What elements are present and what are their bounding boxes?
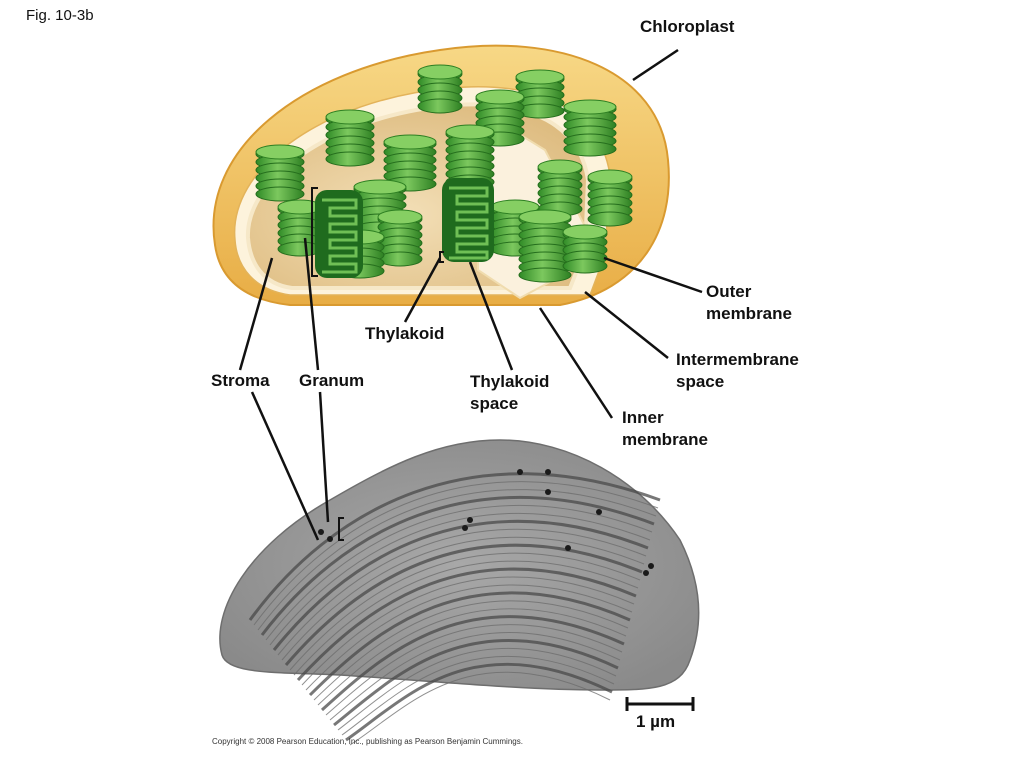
lamella-line <box>265 505 653 641</box>
lamella-line <box>349 671 611 746</box>
label-intermembrane-space: Intermembrane space <box>676 350 799 391</box>
plastoglobule-dot <box>545 489 551 495</box>
plastoglobule-dot <box>643 570 649 576</box>
micrograph-lamellae <box>248 469 661 746</box>
leader-stroma-top <box>238 257 274 371</box>
label-inner-membrane: Inner membrane <box>622 408 708 449</box>
granum-stack <box>377 209 423 267</box>
granum-cross-section-right <box>442 178 494 262</box>
lamella-line <box>293 560 639 676</box>
scale-bar-label: 1 µm <box>636 712 676 731</box>
leader-stroma-bottom <box>250 391 320 541</box>
plastoglobule-dot <box>648 563 654 569</box>
lamella-line <box>269 512 651 646</box>
granum-stack <box>562 224 608 274</box>
plastoglobule-dot <box>327 536 333 542</box>
lamella-line <box>308 591 631 697</box>
lamella-line <box>345 662 613 742</box>
leader-intermembrane <box>584 291 669 359</box>
plastoglobule-dot <box>517 469 523 475</box>
granum-stack <box>515 69 565 119</box>
plastoglobule-dot <box>318 529 324 535</box>
leader-outer-membrane <box>603 256 703 294</box>
granum-stack <box>255 144 305 202</box>
lamella-line <box>313 600 629 701</box>
granum-stack <box>383 134 437 192</box>
lamella-line <box>277 528 647 656</box>
lamella-line <box>257 489 657 631</box>
lamella-line <box>325 624 623 716</box>
leader-granum-top <box>303 237 320 371</box>
granum-stack <box>587 169 633 227</box>
lamella-line <box>289 552 641 671</box>
leader-lines <box>238 48 703 541</box>
granum-stack <box>563 99 617 157</box>
lamella-line <box>296 567 637 682</box>
leader-chloroplast <box>632 48 679 82</box>
lamella-line <box>329 632 621 721</box>
leader-thylakoid <box>403 257 442 323</box>
plastoglobule-dot <box>565 545 571 551</box>
granum-bracket <box>311 187 318 277</box>
leader-granum-bottom <box>318 391 330 523</box>
label-chloroplast: Chloroplast <box>640 17 735 36</box>
granum-stack <box>537 159 583 217</box>
label-outer-membrane: Outer membrane <box>706 282 792 323</box>
label-thylakoid-space: Thylakoid space <box>470 372 550 413</box>
lamella-line <box>301 576 635 686</box>
lamella-line <box>320 615 625 712</box>
lamella-line <box>341 655 615 736</box>
leader-inner-membrane <box>538 307 614 419</box>
thylakoid-bracket <box>439 251 444 263</box>
lamella-line <box>248 472 661 621</box>
lamella-line <box>272 519 649 651</box>
lamella-line <box>337 648 617 731</box>
lamella-line <box>305 584 633 691</box>
lamella-line <box>317 608 627 706</box>
granum-cross-section-left <box>315 190 363 278</box>
lamella-line <box>253 481 659 626</box>
label-stroma: Stroma <box>211 371 270 390</box>
lamella-line <box>284 543 643 666</box>
leader-thylakoid-space <box>468 261 514 371</box>
plastoglobule-dot <box>467 517 473 523</box>
granum-stack <box>325 109 375 167</box>
label-thylakoid: Thylakoid <box>365 324 445 343</box>
lamella-line <box>260 496 655 636</box>
micrograph-granum-bracket <box>338 517 344 541</box>
lamella-line <box>333 639 619 727</box>
plastoglobule-dot <box>596 509 602 515</box>
label-granum: Granum <box>299 371 365 390</box>
grana-group <box>255 64 633 283</box>
granum-stack <box>518 209 572 283</box>
plastoglobule-dot <box>462 525 468 531</box>
figure-id: Fig. 10-3b <box>26 7 94 24</box>
plastoglobule-dot <box>545 469 551 475</box>
scale-bar <box>625 697 695 711</box>
lamella-line <box>281 536 645 661</box>
copyright-notice: Copyright © 2008 Pearson Education, Inc.… <box>212 737 523 746</box>
granum-stack <box>417 64 463 114</box>
